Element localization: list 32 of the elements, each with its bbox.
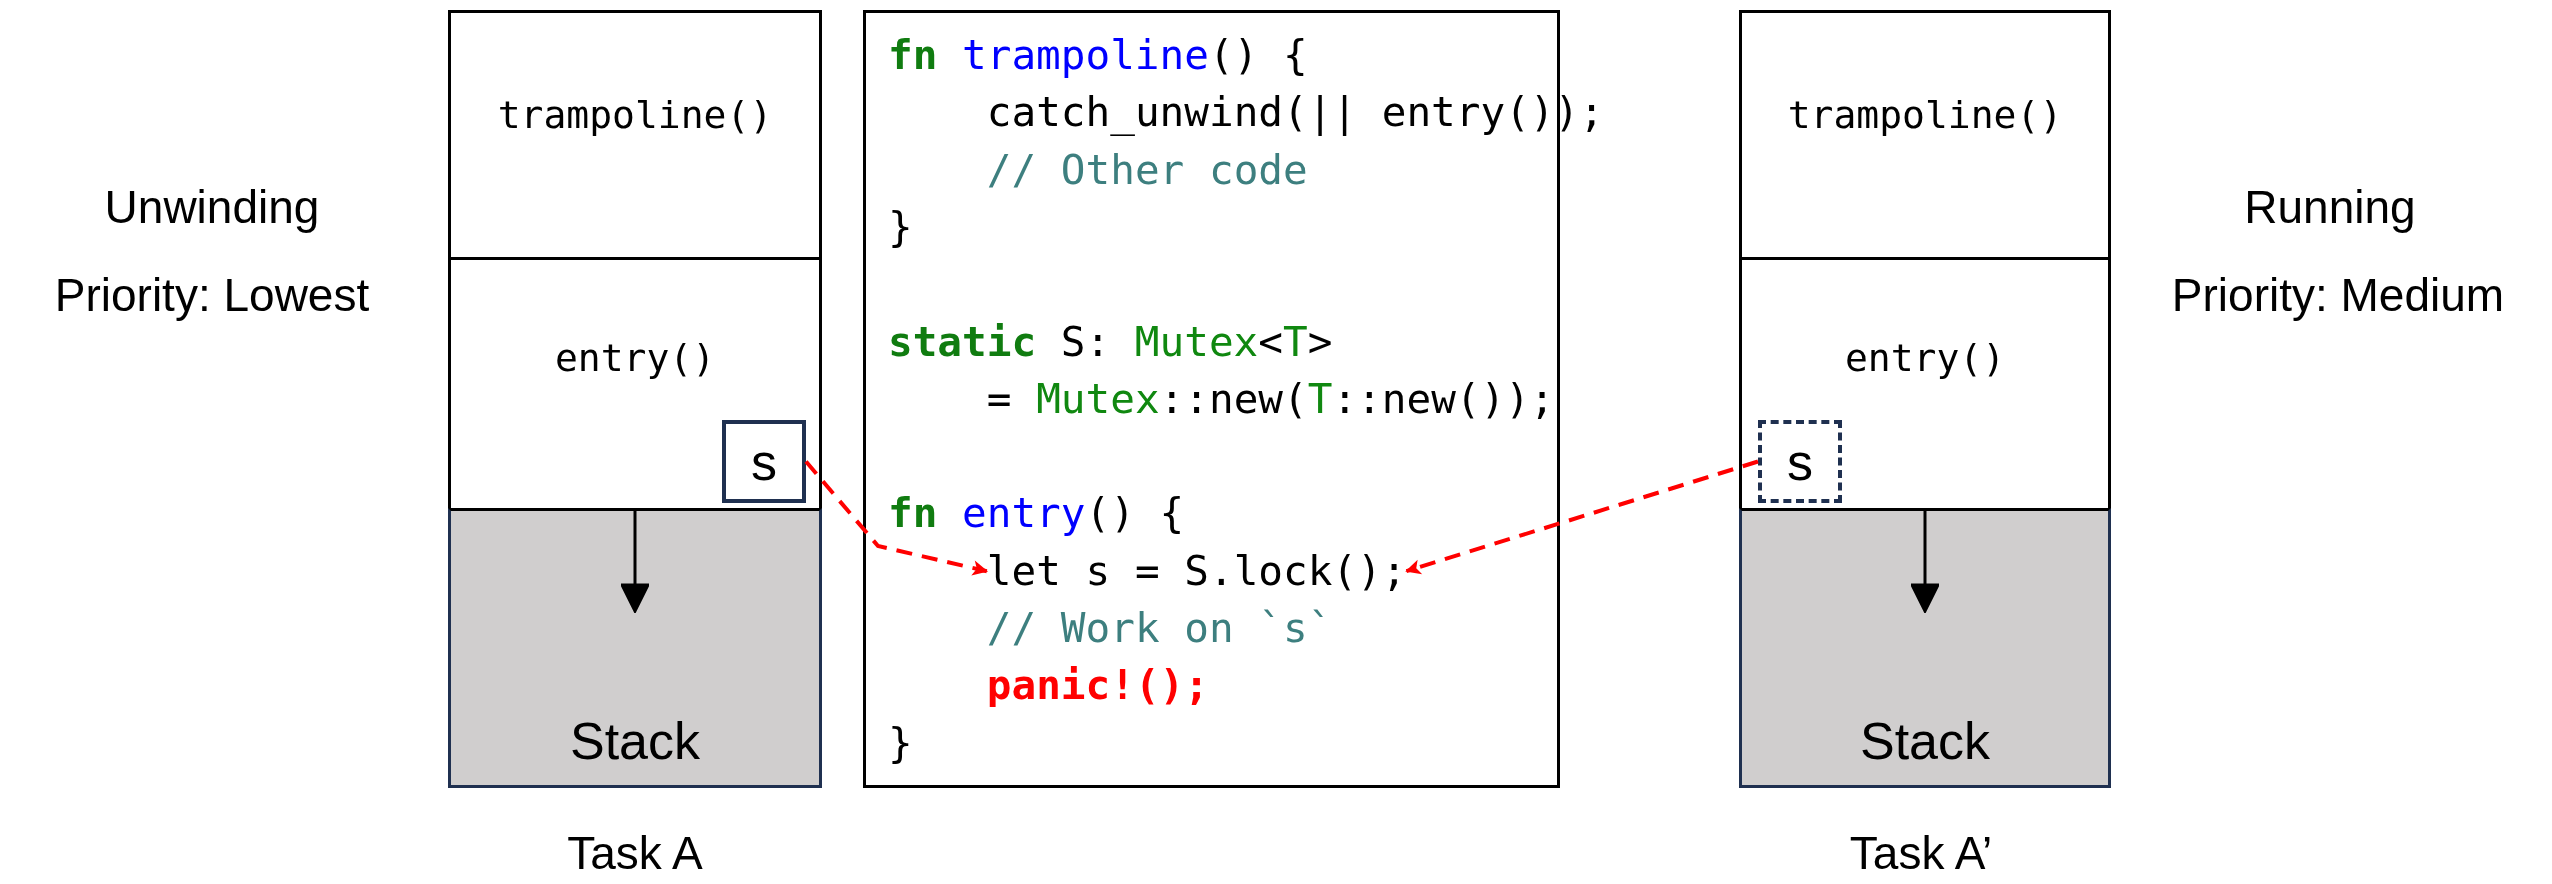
function-name: trampoline()	[496, 93, 774, 137]
code-line: panic!();	[986, 660, 1209, 712]
stack-frame	[448, 10, 822, 260]
code-line: fn trampoline() {	[888, 30, 1308, 81]
text-label: Priority: Medium	[2171, 268, 2505, 322]
code-line: }	[888, 717, 913, 769]
code-line: let s = S.lock();	[986, 542, 1407, 600]
code-line: }	[888, 201, 913, 253]
stack-region	[1739, 508, 2111, 788]
function-name: entry()	[553, 336, 717, 380]
stack-frame	[1739, 10, 2111, 260]
stack-label: Stack	[568, 711, 702, 771]
dashed-arrow	[1405, 459, 1759, 575]
stack-label: Stack	[1858, 711, 1992, 771]
stack-region	[448, 508, 822, 788]
text-label: Running	[2244, 180, 2416, 234]
text-label: Priority: Lowest	[54, 268, 370, 322]
variable-box: s	[1758, 420, 1842, 503]
text-label: Task A	[567, 826, 703, 880]
code-line: static S: Mutex<T>	[888, 316, 1333, 368]
dashed-arrow	[804, 460, 989, 576]
function-name: entry()	[1843, 336, 2007, 380]
stack-frame	[1739, 257, 2111, 511]
variable-box: s	[722, 420, 806, 503]
text-label: Task A’	[1849, 826, 1993, 880]
code-line: // Other code	[986, 144, 1308, 196]
code-line: fn entry() {	[888, 488, 1185, 540]
stack-frame	[448, 257, 822, 511]
text-label: Unwinding	[104, 180, 320, 234]
code-line: // Work on `s`	[986, 603, 1333, 654]
code-line: = Mutex::new(T::new());	[986, 373, 1555, 425]
function-name: trampoline()	[1786, 93, 2064, 137]
